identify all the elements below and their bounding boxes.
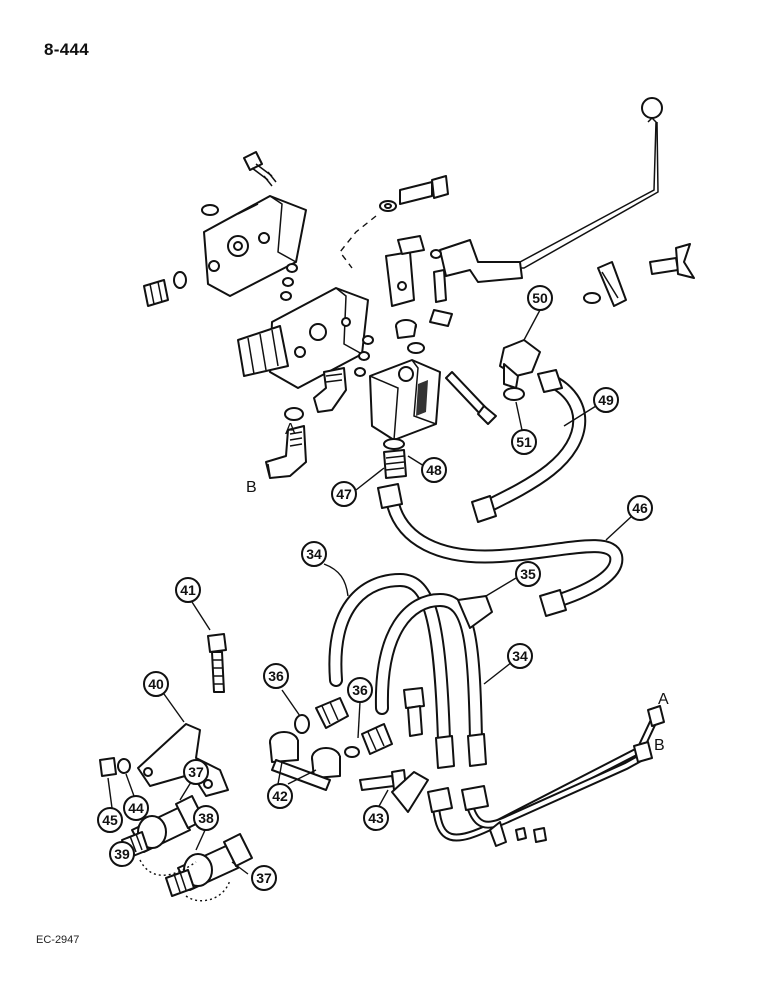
svg-text:39: 39 <box>114 846 130 862</box>
steel-tubes <box>427 705 665 847</box>
valve-end-cover <box>203 195 307 297</box>
tube-port-label-b: B <box>654 737 665 754</box>
valve-port-label-a: A <box>285 421 296 438</box>
svg-text:49: 49 <box>598 392 614 408</box>
bolt-41 <box>207 633 227 693</box>
svg-text:36: 36 <box>352 682 368 698</box>
callout-37-lower: 37 <box>251 865 277 891</box>
tube-port-label-a: A <box>658 691 669 708</box>
lever-bracket <box>583 261 627 307</box>
wing-bolt <box>649 243 695 279</box>
svg-text:34: 34 <box>512 648 528 664</box>
svg-text:34: 34 <box>306 546 322 562</box>
callout-38: 38 <box>193 805 219 831</box>
svg-text:51: 51 <box>516 434 532 450</box>
hose-46 <box>377 483 624 617</box>
elbow-fitting-a <box>313 367 347 413</box>
page-number: 8-444 <box>44 40 89 59</box>
elbow-fitting-b <box>265 425 307 479</box>
coupler-bracket-40 <box>137 723 229 797</box>
svg-text:44: 44 <box>128 800 144 816</box>
callout-46: 46 <box>627 495 653 521</box>
callout-47: 47 <box>331 481 357 507</box>
callout-39: 39 <box>109 841 135 867</box>
svg-text:40: 40 <box>148 676 164 692</box>
block-fitting <box>383 438 407 479</box>
elbow-fitting-50 <box>499 339 541 389</box>
svg-text:36: 36 <box>268 668 284 684</box>
callout-48: 48 <box>421 457 447 483</box>
callout-37-upper: 37 <box>183 759 209 785</box>
valve-fitting-left <box>143 271 187 307</box>
svg-text:35: 35 <box>520 566 536 582</box>
svg-text:37: 37 <box>188 764 204 780</box>
svg-text:48: 48 <box>426 462 442 478</box>
assembly-guide-line <box>339 215 377 269</box>
callout-36-left: 36 <box>263 663 289 689</box>
valve-bolt-top <box>243 151 277 187</box>
callout-43: 43 <box>363 805 389 831</box>
hose-34-left <box>328 572 455 769</box>
callout-34-right: 34 <box>507 643 533 669</box>
valve-o-rings <box>201 204 374 421</box>
callout-35: 35 <box>515 561 541 587</box>
quick-coupler-lower <box>165 833 253 897</box>
o-ring-36-right <box>344 746 360 758</box>
svg-text:46: 46 <box>632 500 648 516</box>
callout-36-right: 36 <box>347 677 373 703</box>
svg-text:38: 38 <box>198 810 214 826</box>
svg-text:43: 43 <box>368 810 384 826</box>
washer-44 <box>117 758 131 774</box>
hose-49 <box>471 369 587 523</box>
elbow-fitting-36-left <box>315 697 349 729</box>
callout-45: 45 <box>97 807 123 833</box>
long-bolt <box>445 371 497 425</box>
callout-44: 44 <box>123 795 149 821</box>
callout-50: 50 <box>527 285 553 311</box>
o-ring-36-left <box>294 714 310 734</box>
svg-text:41: 41 <box>180 582 196 598</box>
control-lever <box>439 97 663 283</box>
dust-cap-chain <box>139 859 231 902</box>
svg-text:50: 50 <box>532 290 548 306</box>
elbow-fitting-36-right <box>361 723 393 755</box>
hose-34-right <box>374 592 487 767</box>
hose-clamp-35 <box>457 595 493 629</box>
callout-41: 41 <box>175 577 201 603</box>
callout-34-top: 34 <box>301 541 327 567</box>
callout-42: 42 <box>267 783 293 809</box>
o-ring-51 <box>503 387 525 401</box>
svg-text:47: 47 <box>336 486 352 502</box>
svg-text:37: 37 <box>256 870 272 886</box>
valve-section <box>237 287 369 389</box>
bolt-pair <box>403 687 425 737</box>
valve-port-label-b: B <box>246 479 257 496</box>
auxiliary-valve-block <box>369 319 441 441</box>
svg-text:45: 45 <box>102 812 118 828</box>
callout-51: 51 <box>511 429 537 455</box>
linkage-bolt <box>379 175 449 212</box>
linkage-clevis <box>385 235 453 327</box>
figure-code: EC-2947 <box>36 934 80 946</box>
callout-leaders <box>107 309 633 875</box>
nut-45 <box>99 757 117 777</box>
callout-49: 49 <box>593 387 619 413</box>
clamp-block-42 <box>269 731 341 791</box>
svg-text:42: 42 <box>272 788 288 804</box>
callout-40: 40 <box>143 671 169 697</box>
tube-bracket <box>391 771 429 813</box>
